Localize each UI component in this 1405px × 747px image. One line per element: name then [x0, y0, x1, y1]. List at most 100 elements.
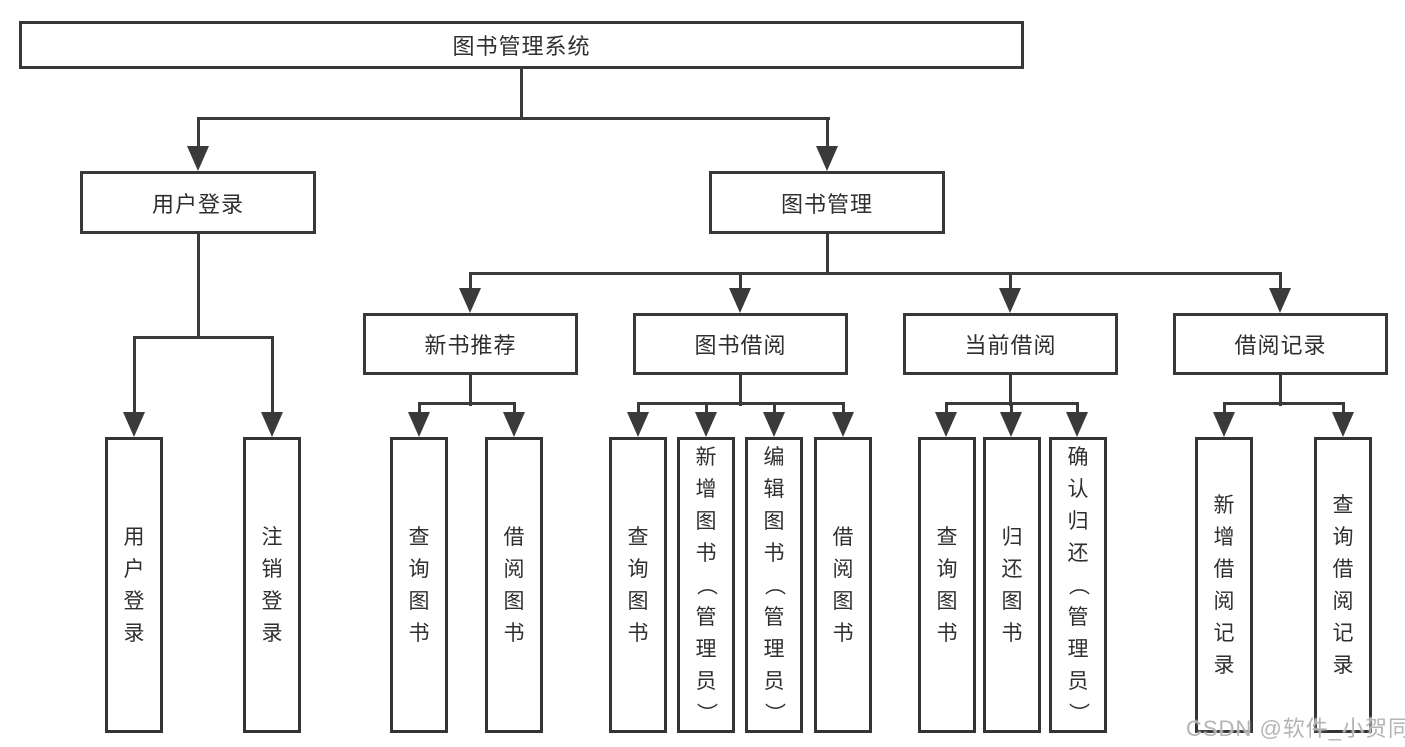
leaf-label-char: 图 — [936, 589, 958, 613]
leaf-label-char: 录 — [123, 621, 145, 645]
leaf-query-books-2: 查询图书 — [609, 437, 667, 733]
leaf-label-char: 阅 — [1332, 589, 1354, 613]
leaf-label-char: 录 — [1213, 653, 1235, 677]
arrow-down-icon — [503, 412, 525, 437]
leaf-label-char: 员 — [763, 669, 785, 693]
leaf-label-char: 辑 — [763, 477, 785, 501]
leaf-query-books-1: 查询图书 — [390, 437, 448, 733]
leaf-add-borrow-record: 新增借阅记录 — [1195, 437, 1253, 733]
leaf-label-char: 阅 — [503, 557, 525, 581]
leaf-label-char: 借 — [503, 525, 525, 549]
leaf-add-books-admin: 新增图书（管理员） — [677, 437, 735, 733]
connector-line — [1075, 402, 1079, 417]
leaf-label-char: 录 — [1332, 653, 1354, 677]
leaf-label-char: 图 — [832, 589, 854, 613]
leaf-label-char: 员 — [695, 669, 717, 693]
connector-line — [636, 402, 845, 405]
leaf-user-login: 用户登录 — [105, 437, 163, 733]
connector-line — [196, 234, 200, 338]
connector-line — [468, 272, 1282, 275]
leaf-label: 查询图书 — [612, 440, 664, 730]
leaf-label-char: 登 — [261, 589, 283, 613]
connector-line — [417, 402, 516, 405]
leaf-label-char: 查 — [627, 525, 649, 549]
leaf-label-char: 阅 — [1213, 589, 1235, 613]
leaf-label-char: 管 — [763, 605, 785, 629]
leaf-label-char: 用 — [123, 525, 145, 549]
arrow-down-icon — [695, 412, 717, 437]
leaf-label: 新增借阅记录 — [1198, 440, 1250, 730]
leaf-label-char: （ — [1066, 574, 1090, 596]
arrow-down-icon — [408, 412, 430, 437]
leaf-label-char: 书 — [1001, 621, 1023, 645]
leaf-label-char: 管 — [1067, 605, 1089, 629]
leaf-label: 编辑图书（管理员） — [748, 440, 800, 730]
connector-line — [132, 336, 274, 339]
leaf-label: 借阅图书 — [488, 440, 540, 730]
leaf-label-char: 录 — [261, 621, 283, 645]
connector-line — [196, 117, 830, 120]
leaf-label-char: ） — [762, 702, 786, 724]
arrow-down-icon — [1066, 412, 1088, 437]
arrow-down-icon — [1332, 412, 1354, 437]
arrow-down-icon — [816, 146, 838, 171]
leaf-label-char: 新 — [695, 445, 717, 469]
leaf-logout: 注销登录 — [243, 437, 301, 733]
connector-line — [1278, 375, 1282, 406]
leaf-label-char: （ — [762, 574, 786, 596]
connector-line — [772, 402, 776, 417]
leaf-label-char: 图 — [763, 509, 785, 533]
arrow-down-icon — [1213, 412, 1235, 437]
arrow-down-icon — [187, 146, 209, 171]
leaf-label-char: 借 — [832, 525, 854, 549]
leaf-label-char: 管 — [695, 605, 717, 629]
leaf-label-char: 编 — [763, 445, 785, 469]
connector-line — [636, 402, 640, 417]
leaf-label-char: 书 — [832, 621, 854, 645]
connector-line — [1009, 402, 1013, 417]
node-user-login: 用户登录 — [80, 171, 316, 234]
leaf-label-char: 记 — [1213, 621, 1235, 645]
leaf-label-char: 还 — [1067, 541, 1089, 565]
leaf-label-char: 图 — [627, 589, 649, 613]
leaf-edit-books-admin: 编辑图书（管理员） — [745, 437, 803, 733]
leaf-label-char: 记 — [1332, 621, 1354, 645]
leaf-label-char: 户 — [123, 557, 145, 581]
arrow-down-icon — [832, 412, 854, 437]
leaf-label: 确认归还（管理员） — [1052, 440, 1104, 730]
leaf-label-char: （ — [694, 574, 718, 596]
node-current-borrowing: 当前借阅 — [903, 313, 1118, 375]
leaf-borrow-books-1: 借阅图书 — [485, 437, 543, 733]
leaf-label-char: 还 — [1001, 557, 1023, 581]
leaf-confirm-return-admin: 确认归还（管理员） — [1049, 437, 1107, 733]
leaf-label: 新增图书（管理员） — [680, 440, 732, 730]
connector-line — [825, 117, 829, 151]
leaf-label-char: 归 — [1067, 509, 1089, 533]
leaf-label-char: 阅 — [832, 557, 854, 581]
connector-line — [944, 402, 948, 417]
leaf-query-books-3: 查询图书 — [918, 437, 976, 733]
connector-line — [519, 69, 523, 120]
node-book-borrowing: 图书借阅 — [633, 313, 848, 375]
arrow-down-icon — [729, 288, 751, 313]
leaf-label-char: 书 — [695, 541, 717, 565]
arrow-down-icon — [261, 412, 283, 437]
arrow-down-icon — [763, 412, 785, 437]
connector-line — [1222, 402, 1226, 417]
leaf-label-char: 查 — [1332, 493, 1354, 517]
arrow-down-icon — [999, 288, 1021, 313]
leaf-query-borrow-record: 查询借阅记录 — [1314, 437, 1372, 733]
leaf-label-char: 书 — [763, 541, 785, 565]
arrow-down-icon — [1000, 412, 1022, 437]
connector-line — [1278, 272, 1282, 293]
leaf-label-char: 确 — [1067, 445, 1089, 469]
leaf-label-char: 书 — [936, 621, 958, 645]
leaf-label-char: 理 — [695, 637, 717, 661]
node-borrow-records: 借阅记录 — [1173, 313, 1388, 375]
connector-line — [468, 272, 472, 293]
connector-line — [704, 402, 708, 417]
leaf-label: 归还图书 — [986, 440, 1038, 730]
leaf-label-char: 销 — [261, 557, 283, 581]
connector-line — [468, 375, 472, 406]
node-book-management: 图书管理 — [709, 171, 945, 234]
